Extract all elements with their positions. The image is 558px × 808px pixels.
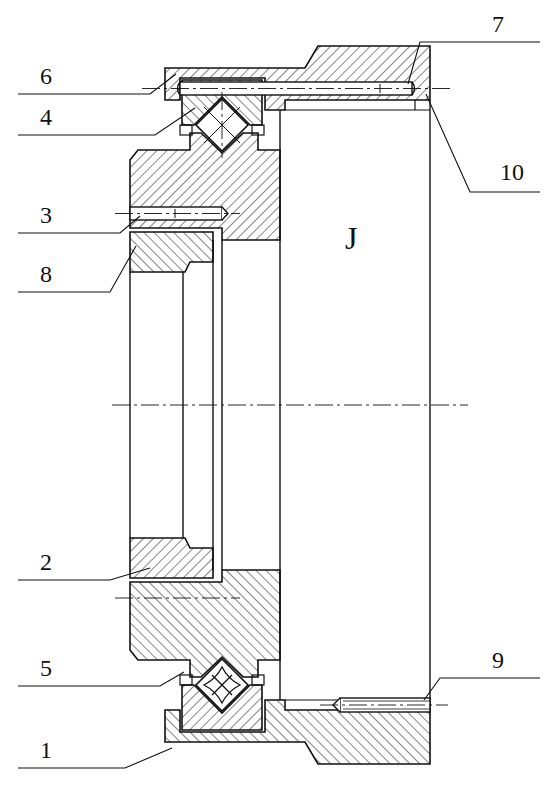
callout-number: 5 <box>40 656 52 680</box>
thread-line <box>343 709 430 710</box>
callout-number: 4 <box>40 105 52 129</box>
callout-number: 10 <box>500 160 524 184</box>
space-label: J <box>345 222 357 254</box>
callout-number: 8 <box>40 262 52 286</box>
callout-number: 6 <box>40 64 52 88</box>
callout-number: 3 <box>40 203 52 227</box>
callout-number: 9 <box>492 648 504 672</box>
callout-number: 7 <box>492 12 504 36</box>
leader-lines <box>18 42 540 768</box>
callout-number: 2 <box>40 550 52 574</box>
roller-cross <box>204 667 240 703</box>
roller <box>196 659 248 711</box>
centre-lines <box>112 89 468 706</box>
thread-line <box>343 701 430 702</box>
callout-number: 1 <box>40 738 52 762</box>
bore-line <box>429 100 430 710</box>
